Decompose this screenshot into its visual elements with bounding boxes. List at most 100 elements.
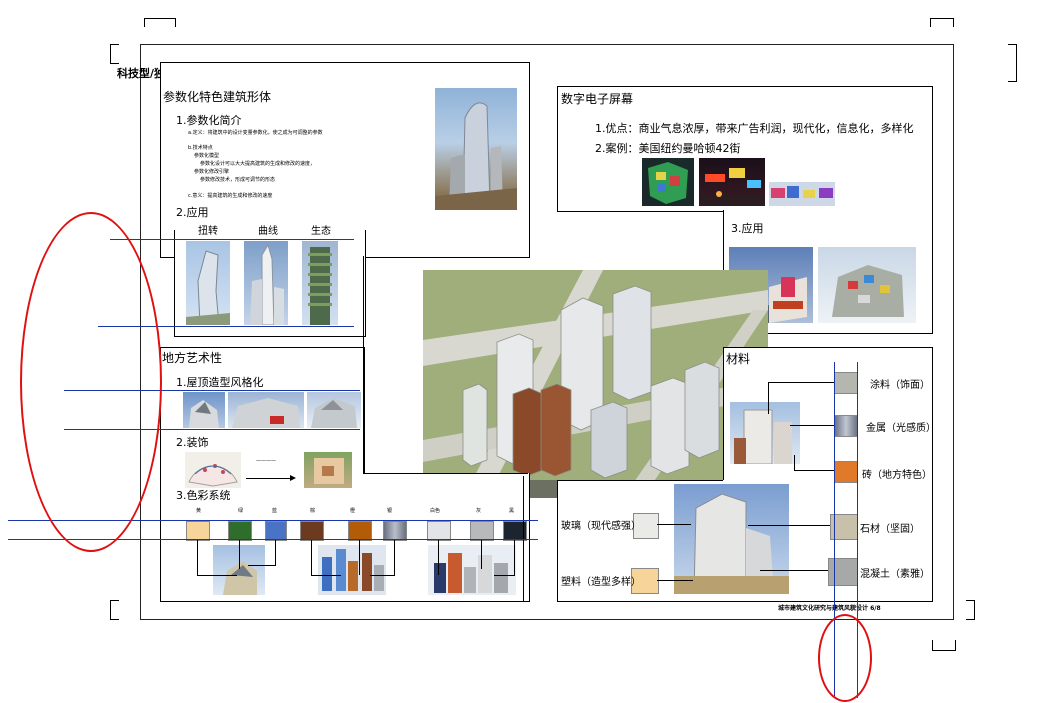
footer-caption: 城市建筑文化研究与建筑风貌设计 6/8 xyxy=(778,605,881,612)
crop-mark xyxy=(110,44,119,64)
annotation-line xyxy=(8,520,538,521)
param-line-b2: 参数化设计可以大大提高建筑的生成和修改的速度， xyxy=(200,161,316,167)
material-swatch-glass xyxy=(633,513,659,539)
color-swatch xyxy=(265,521,287,541)
material-swatch-concrete xyxy=(828,558,858,586)
leader-line xyxy=(197,575,237,576)
local-title: 地方艺术性 xyxy=(162,351,223,365)
leader-line xyxy=(748,525,830,526)
color-swatch xyxy=(300,521,324,541)
material-label: 金属（光感质） xyxy=(866,423,936,434)
color-label: 黑 xyxy=(509,508,515,514)
roof-photo-1 xyxy=(183,392,225,428)
param-title: 参数化特色建筑形体 xyxy=(163,90,272,104)
material-label: 石材（坚固） xyxy=(860,524,920,535)
decor-facade-photo xyxy=(304,452,352,488)
leader-line xyxy=(370,575,395,576)
material-label: 涂料（饰面） xyxy=(870,380,930,391)
screen-photo-2 xyxy=(699,158,765,206)
leader-line xyxy=(760,570,828,571)
parametric-tower-photo xyxy=(435,88,517,210)
leader-line xyxy=(790,425,834,426)
color-example-photo-3 xyxy=(428,545,516,595)
param-line-b3: 参数化修改引擎 xyxy=(194,169,230,175)
param-app-label-twist: 扭转 xyxy=(198,226,218,237)
leader-line xyxy=(494,575,515,576)
color-swatch xyxy=(427,521,451,541)
leader-line xyxy=(311,575,341,576)
digital-advantages: 1.优点：商业气息浓厚，带来广告利润，现代化，信息化，多样化 xyxy=(595,122,914,135)
color-label: 橙 xyxy=(350,508,356,514)
material-swatch-paint xyxy=(834,372,858,394)
annotation-line xyxy=(834,362,835,698)
digital-title: 数字电子屏幕 xyxy=(561,92,634,106)
color-label: 黄 xyxy=(196,508,202,514)
annotation-line xyxy=(98,326,354,327)
leader-line xyxy=(239,539,240,569)
leader-line xyxy=(768,382,769,414)
color-label: 蓝 xyxy=(272,508,278,514)
color-swatch xyxy=(228,521,252,541)
color-example-photo-1 xyxy=(213,545,265,595)
leader-line xyxy=(794,455,795,471)
connector-line xyxy=(363,256,364,473)
crop-mark xyxy=(930,18,954,27)
material-swatch-plastic xyxy=(631,568,659,594)
crop-mark xyxy=(966,600,975,620)
color-example-photo-2 xyxy=(318,545,386,595)
leader-line xyxy=(481,539,482,569)
material-swatch-metal xyxy=(834,415,858,437)
leader-line xyxy=(248,565,276,566)
screen-photo-3 xyxy=(769,182,835,206)
color-swatch xyxy=(186,521,210,541)
leader-line xyxy=(197,539,198,575)
param-line-c: c.意义：提高建筑的生成和修改的速度 xyxy=(188,193,273,199)
param-sub1: 1.参数化简介 xyxy=(176,114,242,127)
leader-line xyxy=(275,539,276,565)
param-app-label-curve: 曲线 xyxy=(258,226,278,237)
color-label: 白色 xyxy=(430,508,441,514)
crop-mark xyxy=(110,600,119,620)
curve-tower-photo xyxy=(244,241,288,325)
materials-building-photo-2 xyxy=(674,484,789,594)
roof-photo-2 xyxy=(228,392,304,428)
materials-building-photo-1 xyxy=(730,402,800,464)
materials-title: 材料 xyxy=(726,352,751,366)
color-swatch xyxy=(383,521,407,541)
leader-line xyxy=(438,539,439,575)
crop-mark xyxy=(1008,44,1017,82)
leader-line xyxy=(657,580,693,581)
annotation-line xyxy=(8,539,538,540)
color-label: 棕 xyxy=(310,508,316,514)
color-label: 灰 xyxy=(476,508,482,514)
annotation-line xyxy=(64,390,360,391)
roof-photo-3 xyxy=(307,392,361,428)
screen-photo-1 xyxy=(642,158,694,206)
param-line-b: b.技术特点 xyxy=(188,145,213,151)
color-swatch xyxy=(503,521,527,541)
decor-fan-photo xyxy=(185,452,241,488)
material-glass-label: 玻璃（现代感强） xyxy=(561,521,641,532)
screen-application-photo-2 xyxy=(818,247,916,323)
param-line-b4: 参数修改技术，形成可调节的形态 xyxy=(200,177,276,183)
annotation-oval xyxy=(818,614,872,702)
param-app-label-eco: 生态 xyxy=(311,226,331,237)
material-swatch-brick xyxy=(834,461,858,483)
materials-panel-joint xyxy=(557,480,723,481)
annotation-oval xyxy=(20,212,162,552)
param-line-a: a.定义：将建筑中的设计变量参数化，使之成为可调整的参数 xyxy=(188,130,323,136)
param-line-b1: 参数化模型 xyxy=(194,153,220,159)
decor-arrow xyxy=(246,478,292,479)
leader-line xyxy=(514,539,515,575)
annotation-line xyxy=(857,362,858,698)
local-roof-subtitle: 1.屋顶造型风格化 xyxy=(176,376,264,389)
central-masterplan-render xyxy=(423,270,768,498)
leader-line xyxy=(394,539,395,575)
digital-case: 2.案例：美国纽约曼哈顿42街 xyxy=(595,142,741,155)
decor-arrow-caption: ———— xyxy=(256,458,276,464)
annotation-line xyxy=(64,429,360,430)
material-label: 混凝土（素雅） xyxy=(860,569,930,580)
leader-line xyxy=(657,524,691,525)
leader-line xyxy=(359,539,360,575)
color-label: 银 xyxy=(387,508,393,514)
